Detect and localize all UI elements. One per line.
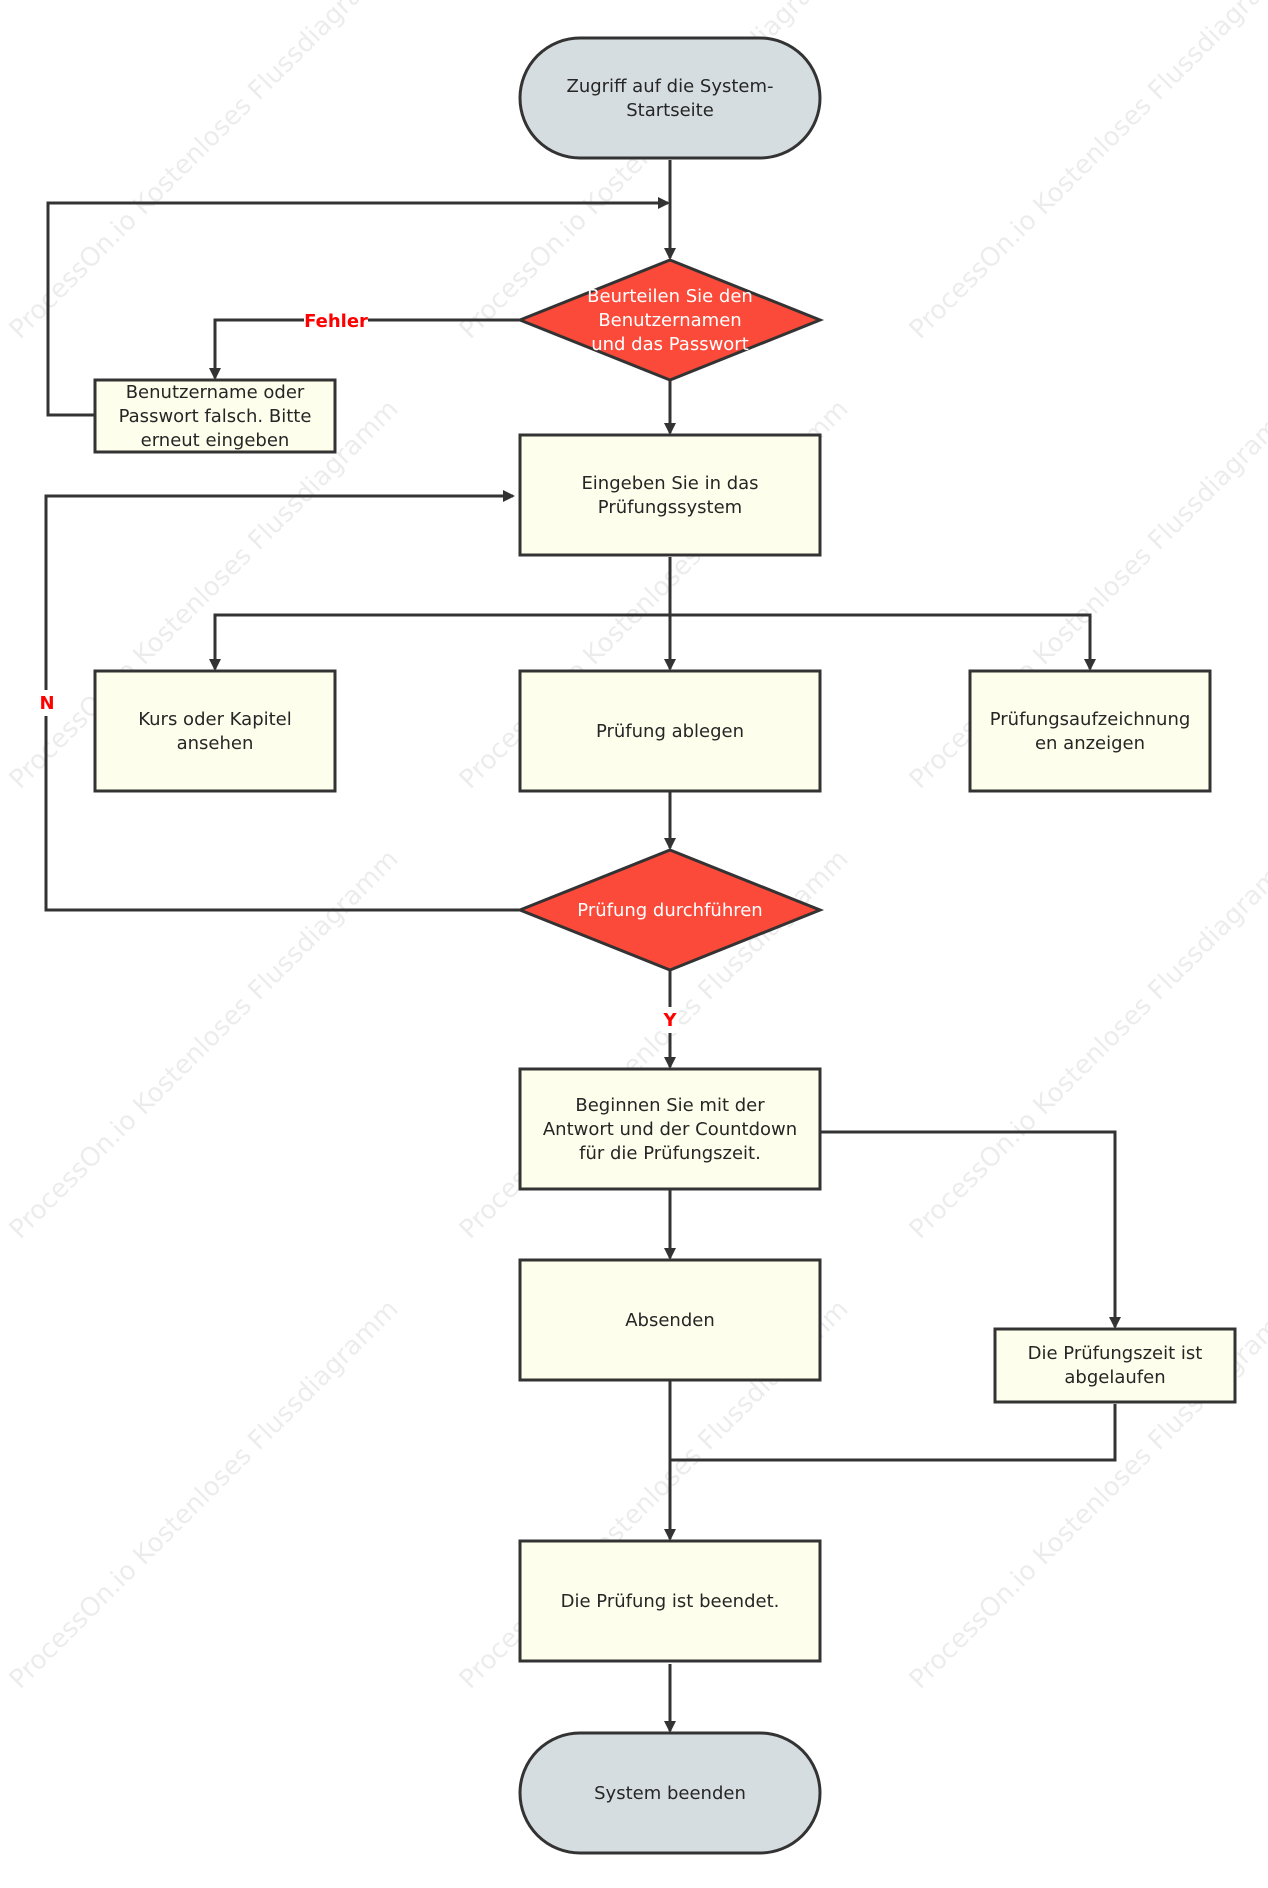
error-label-bg bbox=[304, 308, 368, 332]
start-terminal: Zugriff auf die System- Startseite bbox=[518, 36, 822, 160]
node-text-line: Beginnen Sie mit der bbox=[575, 1095, 765, 1116]
node-text-line: System beenden bbox=[594, 1783, 746, 1804]
exam-finished-box-text: Die Prüfung ist beendet. bbox=[561, 1591, 780, 1612]
node-text-line: Die Prüfung ist beendet. bbox=[561, 1591, 780, 1612]
node-text-line: Zugriff auf die System- bbox=[566, 76, 773, 97]
node-text-line: Kurs oder Kapitel bbox=[138, 709, 292, 730]
exit-terminal: System beenden bbox=[518, 1731, 822, 1855]
exit-terminal-text: System beenden bbox=[594, 1783, 746, 1804]
watermark-text: ProcessOn.io Kostenloses Flussdiagramm bbox=[4, 0, 405, 345]
nodes: Zugriff auf die System- Startseite Beurte… bbox=[93, 36, 1237, 1855]
error-edge-label: Fehler bbox=[304, 311, 368, 332]
node-text-line: ansehen bbox=[177, 733, 254, 754]
conduct-exam-decision: Prüfung durchführen bbox=[515, 848, 825, 972]
watermark-layer: ProcessOn.io Kostenloses Flussdiagramm P… bbox=[4, 0, 1268, 1695]
conduct-exam-decision-text: Prüfung durchführen bbox=[577, 900, 762, 921]
time-expired-box-text: Die Prüfungszeit ist abgelaufen bbox=[1028, 1343, 1203, 1388]
view-course-box-text: Kurs oder Kapitel ansehen bbox=[138, 709, 292, 754]
node-text-line: Benutzernamen bbox=[598, 310, 741, 331]
edge-error-loopback bbox=[46, 197, 670, 417]
no-edge-label: N bbox=[39, 693, 54, 714]
edge-labels: Fehler N Y bbox=[38, 308, 679, 1033]
time-expired-box: Die Prüfungszeit ist abgelaufen bbox=[993, 1327, 1237, 1404]
node-text-line: Prüfung durchführen bbox=[577, 900, 762, 921]
node-text-line: Eingeben Sie in das bbox=[581, 473, 758, 494]
submit-box-text: Absenden bbox=[625, 1310, 715, 1331]
exam-finished-box: Die Prüfung ist beendet. bbox=[518, 1539, 822, 1663]
node-text-line: Absenden bbox=[625, 1310, 715, 1331]
node-text-line: Die Prüfungszeit ist bbox=[1028, 1343, 1203, 1364]
edge-check-to-error bbox=[209, 318, 520, 380]
yes-label-bg bbox=[661, 1007, 679, 1033]
edge-split-to-records bbox=[670, 613, 1096, 671]
yes-edge-label: Y bbox=[662, 1010, 677, 1031]
watermark-text: ProcessOn.io Kostenloses Flussdiagramm bbox=[4, 844, 405, 1245]
node-text-line: Startseite bbox=[626, 100, 714, 121]
watermark-text: ProcessOn.io Kostenloses Flussdiagramm bbox=[904, 844, 1268, 1245]
node-text-line: Antwort und der Countdown bbox=[543, 1119, 797, 1140]
node-text-line: Passwort falsch. Bitte bbox=[119, 406, 312, 427]
node-text-line: en anzeigen bbox=[1035, 733, 1145, 754]
node-text-line: Prüfungsaufzeichnung bbox=[990, 709, 1191, 730]
no-label-bg bbox=[38, 690, 56, 716]
node-text-line: Prüfung ablegen bbox=[596, 721, 744, 742]
node-text-line: für die Prüfungszeit. bbox=[579, 1143, 761, 1164]
take-exam-box-text: Prüfung ablegen bbox=[596, 721, 744, 742]
node-text-line: und das Passwort bbox=[591, 334, 749, 355]
edge-answer-to-expired bbox=[817, 1130, 1121, 1329]
watermark-text: ProcessOn.io Kostenloses Flussdiagramm bbox=[904, 0, 1268, 345]
watermark-text: ProcessOn.io Kostenloses Flussdiagramm bbox=[4, 1294, 405, 1695]
node-text-line: Benutzername oder bbox=[126, 382, 305, 403]
node-text-line: Prüfungssystem bbox=[598, 497, 742, 518]
node-text-line: abgelaufen bbox=[1064, 1367, 1165, 1388]
view-records-box: Prüfungsaufzeichnung en anzeigen bbox=[968, 669, 1212, 793]
take-exam-box: Prüfung ablegen bbox=[518, 669, 822, 793]
node-text-line: Beurteilen Sie den bbox=[587, 286, 753, 307]
start-terminal-text: Zugriff auf die System- Startseite bbox=[566, 76, 773, 121]
view-records-box-text: Prüfungsaufzeichnung en anzeigen bbox=[990, 709, 1191, 754]
node-text-line: erneut eingeben bbox=[141, 430, 290, 451]
view-course-box: Kurs oder Kapitel ansehen bbox=[93, 669, 337, 793]
submit-box: Absenden bbox=[518, 1258, 822, 1382]
edge-expired-to-finished bbox=[670, 1404, 1117, 1462]
